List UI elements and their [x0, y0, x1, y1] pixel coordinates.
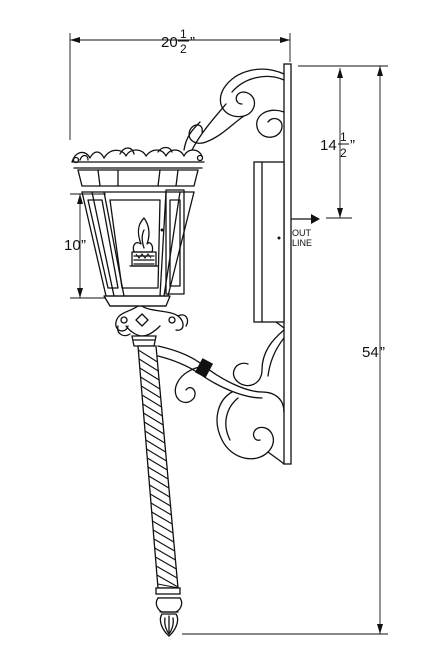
pole-twist-line [143, 412, 164, 426]
total-height-value: 54 [362, 344, 379, 361]
width-unit: ” [190, 34, 195, 51]
pole-twist-line [138, 349, 158, 363]
pole-twist-line [140, 376, 161, 390]
pole-twist-line [145, 439, 166, 453]
pole-twist-line [150, 502, 172, 516]
pole-twist-line [151, 511, 173, 525]
pole-twist-line [147, 466, 169, 480]
pole-finial [155, 587, 183, 637]
total-height-unit: ” [380, 344, 385, 361]
pole-twist-line [147, 457, 168, 471]
arm-height-dimension: 14 1 2 ” [320, 68, 355, 219]
pole-twist-line [157, 583, 179, 589]
pole-twist-line [141, 394, 162, 408]
arm-height-unit: ” [350, 137, 355, 154]
lantern-height-value: 10 [64, 237, 81, 254]
width-value: 20 [161, 34, 178, 51]
lantern-height-unit: ” [81, 237, 86, 254]
pole-twist-line [156, 574, 179, 588]
outlet-box [253, 161, 285, 329]
pole-twist-line [154, 547, 176, 561]
lantern-body [81, 189, 195, 307]
arm-height-value: 14 [320, 137, 337, 154]
pole-twist-line [144, 421, 165, 435]
pole-twist-line [148, 475, 170, 489]
pole-twist-line [144, 430, 166, 444]
width-frac-num: 1 [180, 27, 187, 41]
total-height-dimension: 54 ” [182, 65, 388, 635]
twisted-pole [137, 345, 179, 589]
outlet-arrow [291, 214, 320, 224]
burner-flame [129, 217, 159, 267]
upper-scroll-arm [183, 68, 285, 151]
pole-twist-line [152, 529, 175, 543]
pole-twist-line [152, 520, 174, 534]
pole-twist-line [155, 556, 177, 570]
wall-plate [283, 63, 292, 465]
pole-twist-line [146, 448, 167, 462]
pole-twist-line [149, 484, 170, 498]
pole-twist-line [141, 385, 161, 399]
width-frac-den: 2 [180, 42, 187, 56]
lantern-height-dimension: 10 ” [64, 193, 106, 299]
arm-height-frac-num: 1 [340, 130, 347, 144]
lantern-bottom-scrolls [115, 305, 189, 337]
pole-twist-lines [138, 349, 179, 589]
arm-height-frac-den: 2 [340, 146, 347, 160]
pole-twist-line [138, 358, 159, 372]
lantern-canopy [77, 169, 199, 193]
width-dimension: 20 1 2 ” [69, 27, 291, 140]
pole-twist-line [153, 538, 175, 552]
pole-twist-line [142, 403, 163, 417]
pole-twist-line [155, 565, 178, 579]
lower-scroll-arm [157, 329, 285, 465]
outlet-label-line2: LINE [292, 238, 312, 248]
pole-neck [131, 335, 157, 347]
outlet-label-line1: OUT [292, 228, 312, 238]
pole-twist-line [139, 367, 160, 381]
lantern-crown [71, 146, 205, 169]
pole-twist-line [149, 493, 171, 507]
